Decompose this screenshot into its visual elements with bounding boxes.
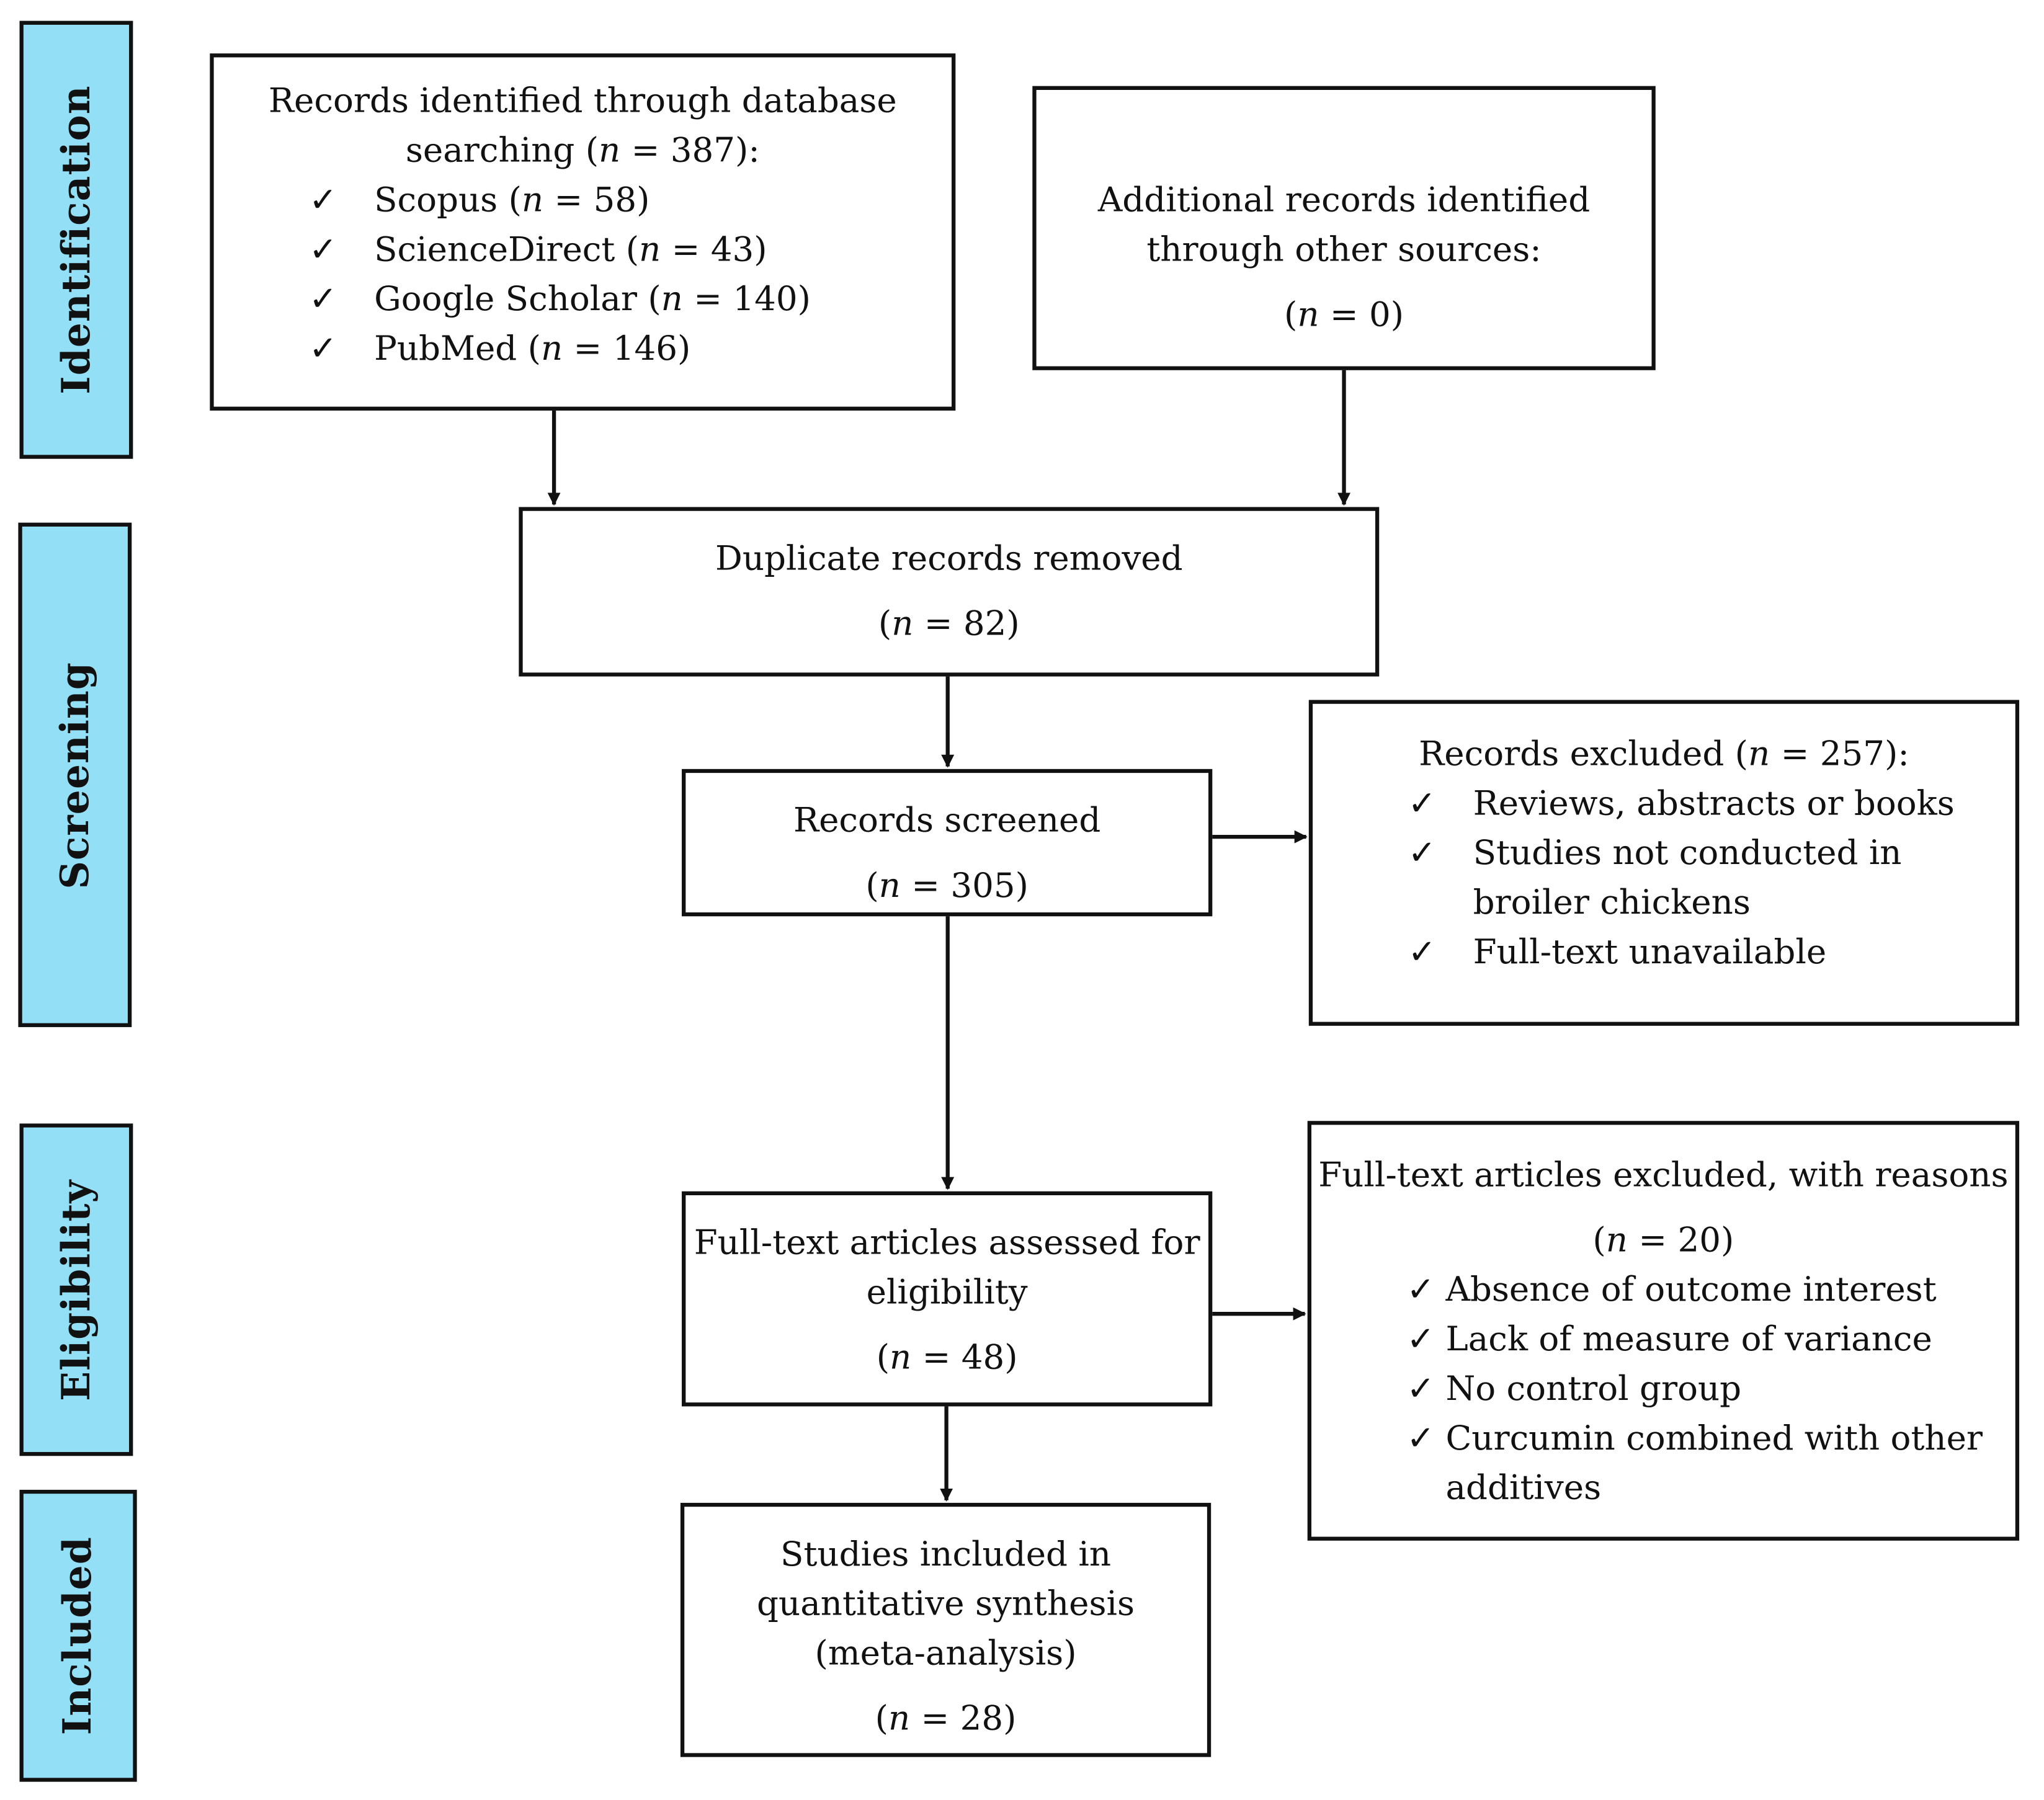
check-icon: ✓ — [309, 329, 337, 369]
list-item: ✓Google Scholar (n = 140) — [309, 275, 952, 324]
eligibility-line2: eligibility — [866, 1273, 1028, 1313]
records-screened-box: Records screened (n = 305) — [682, 769, 1213, 917]
duplicates-removed-label: Duplicate records removed — [715, 539, 1183, 579]
other-sources-line2: through other sources: — [1146, 230, 1542, 270]
database-search-line1: Records identified through database — [268, 82, 897, 122]
database-sources-list: ✓Scopus (n = 58) ✓ScienceDirect (n = 43)… — [309, 176, 952, 374]
list-item: ✓PubMed (n = 146) — [309, 324, 952, 374]
phase-eligibility: Eligibility — [19, 1123, 133, 1456]
records-excluded-title: Records excluded (n = 257): — [1419, 735, 1909, 775]
fulltext-excluded-box: Full-text articles excluded, with reason… — [1307, 1121, 2020, 1541]
records-excluded-box: Records excluded (n = 257): ✓Reviews, ab… — [1308, 700, 2020, 1026]
list-item: ✓Scopus (n = 58) — [309, 176, 952, 226]
studies-included-box: Studies included in quantitative synthes… — [680, 1502, 1212, 1757]
eligibility-line1: Full-text articles assessed for — [694, 1224, 1200, 1263]
other-sources-count: (n = 0) — [1283, 296, 1404, 336]
phase-screening: Screening — [18, 522, 132, 1027]
check-icon: ✓ — [1406, 1320, 1435, 1360]
fulltext-excluded-count: (n = 20) — [1592, 1221, 1734, 1261]
list-item: ✓Absence of outcome interest — [1406, 1265, 2015, 1315]
database-search-box: Records identified through database sear… — [210, 53, 956, 411]
check-icon: ✓ — [1406, 1370, 1435, 1409]
list-item: ✓No control group — [1406, 1365, 2015, 1414]
phase-included: Included — [19, 1489, 137, 1782]
other-sources-box: Additional records identified through ot… — [1032, 86, 1656, 370]
duplicates-removed-count: (n = 82) — [878, 605, 1020, 644]
eligibility-box: Full-text articles assessed for eligibil… — [682, 1191, 1213, 1407]
studies-included-line2: quantitative synthesis — [757, 1585, 1135, 1624]
phase-identification: Identification — [19, 20, 133, 459]
studies-included-line1: Studies included in — [780, 1535, 1112, 1575]
studies-included-count: (n = 28) — [875, 1700, 1017, 1739]
eligibility-count: (n = 48) — [876, 1339, 1018, 1378]
other-sources-line1: Additional records identified — [1097, 181, 1591, 221]
check-icon: ✓ — [1408, 834, 1437, 873]
records-screened-count: (n = 305) — [865, 867, 1029, 906]
check-icon: ✓ — [309, 280, 337, 319]
check-icon: ✓ — [309, 181, 337, 221]
list-item: ✓Lack of measure of variance — [1406, 1315, 2015, 1365]
check-icon: ✓ — [1408, 785, 1437, 824]
list-item: ✓Full-text unavailable — [1408, 928, 2015, 978]
studies-included-line3: (meta-analysis) — [814, 1634, 1077, 1674]
check-icon: ✓ — [1406, 1270, 1435, 1310]
check-icon: ✓ — [1406, 1419, 1435, 1459]
fulltext-reasons-list: ✓Absence of outcome interest ✓Lack of me… — [1406, 1265, 2015, 1513]
list-item: ✓ScienceDirect (n = 43) — [309, 226, 952, 275]
database-search-line2: searching (n = 387): — [405, 131, 760, 171]
check-icon: ✓ — [1408, 933, 1437, 973]
duplicates-removed-box: Duplicate records removed (n = 82) — [519, 507, 1380, 677]
records-screened-label: Records screened — [793, 801, 1101, 841]
fulltext-excluded-title: Full-text articles excluded, with reason… — [1318, 1156, 2009, 1195]
list-item: ✓Reviews, abstracts or books — [1408, 780, 2015, 829]
exclusion-reasons-list: ✓Reviews, abstracts or books ✓Studies no… — [1408, 780, 2015, 978]
check-icon: ✓ — [309, 230, 337, 270]
